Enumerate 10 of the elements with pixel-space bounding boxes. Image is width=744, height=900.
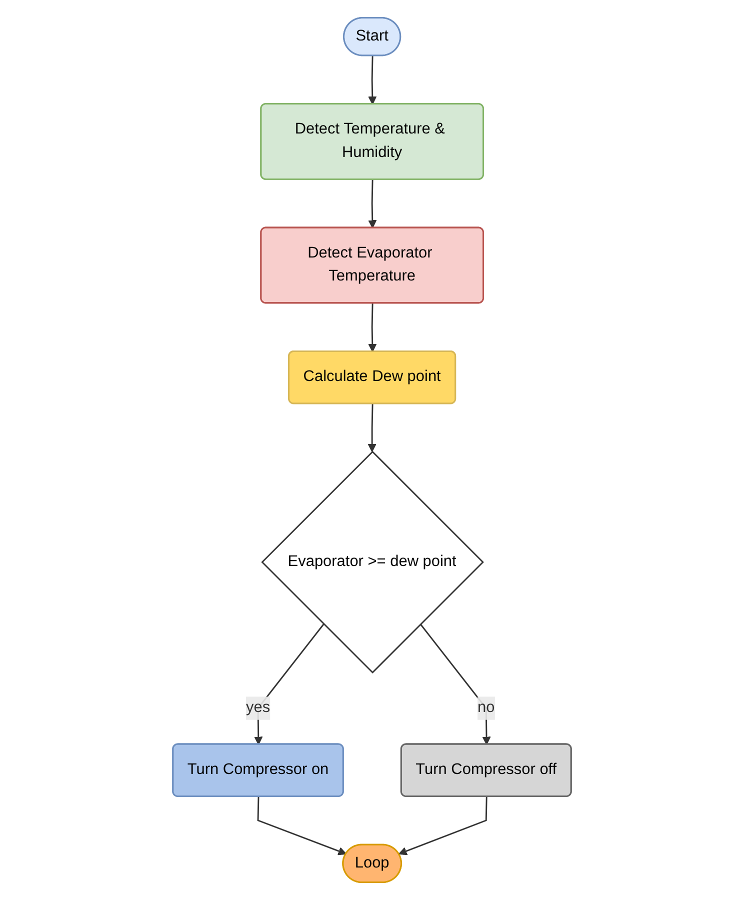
arrow (368, 56, 377, 105)
arrow (398, 796, 488, 856)
arrow (257, 796, 347, 856)
edge-label: yes (246, 700, 270, 716)
node-diamond: Evaporator >= dew point (261, 450, 484, 674)
arrow (368, 404, 376, 452)
arrow (368, 180, 377, 228)
arrow (420, 624, 491, 745)
edge-label: no (478, 700, 495, 716)
arrow (368, 303, 377, 352)
